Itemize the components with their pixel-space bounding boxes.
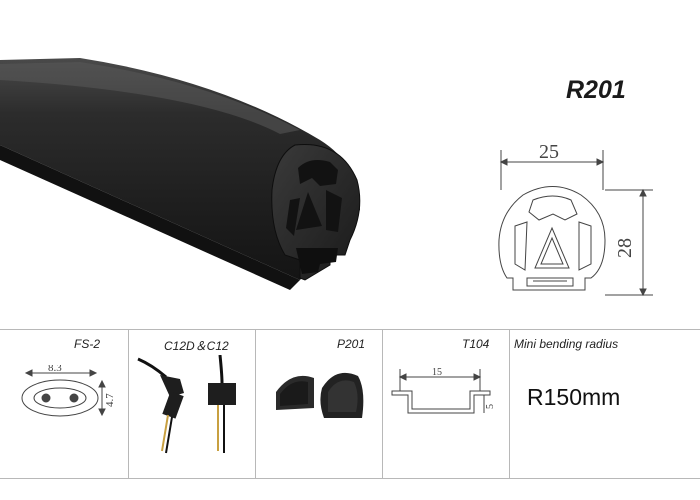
accessory-p201-label: P201 [337,337,366,351]
bending-radius-label: Mini bending radius [514,337,619,351]
product-hero: R201 25 28 [0,58,653,297]
c12-connectors-image [137,355,236,454]
profile-cross-section-drawing: 25 28 [498,141,653,297]
fs2-width-dimension: 8.3 [48,365,62,374]
height-dimension: 28 [614,238,636,258]
t104-width-dimension: 15 [432,367,442,378]
accessory-fs2-label: FS-2 [74,337,101,351]
p201-end-caps-image [276,372,364,418]
model-title: R201 [566,76,626,104]
fs2-height-dimension: 4.7 [104,393,116,407]
t104-height-dimension: 5 [485,404,496,409]
bending-radius-value: R150mm [527,384,621,410]
t104-drawing: 15 5 [391,367,496,414]
accessory-c12-label: C12D＆C12 [164,339,229,353]
rail-profile-image [0,58,361,290]
width-dimension: 25 [539,141,559,163]
fs2-drawing: 8.3 4.7 [21,365,116,417]
accessory-t104-label: T104 [462,337,490,351]
